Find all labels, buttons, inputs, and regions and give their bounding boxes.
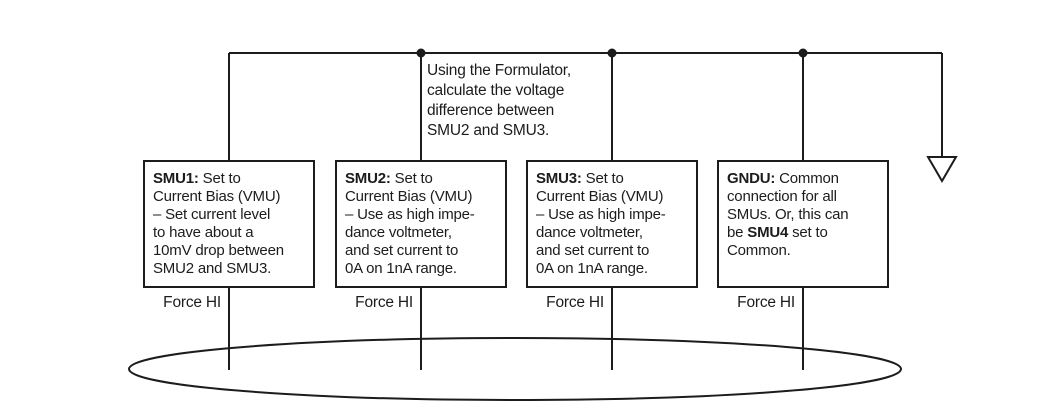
gndu-description-box: GNDU: Common connection for all SMUs. Or… — [717, 160, 889, 288]
junction-dot-smu3 — [607, 48, 617, 58]
junction-dot-gndu — [798, 48, 808, 58]
box-text-line: be SMU4 set to — [727, 224, 883, 242]
box-text: be — [727, 224, 748, 241]
circuit-common-triangle-icon — [926, 156, 958, 183]
box-text-line: and set current to — [345, 242, 459, 259]
box-text-line: SMU2 and SMU3. — [153, 260, 272, 277]
box-text: Set to — [198, 170, 241, 187]
box-text-line: Common. — [727, 242, 791, 259]
note-line: difference between — [427, 102, 555, 119]
smu3-label: SMU3: — [536, 170, 582, 187]
box-text: Set to — [390, 170, 433, 187]
box-text-line: dance voltmeter, — [345, 224, 452, 241]
dut-ellipse — [128, 337, 902, 401]
box-text-line: and set current to — [536, 242, 650, 259]
box-text-line: to have about a — [153, 224, 254, 241]
box-text: set to — [788, 224, 828, 241]
formulator-note: Using the Formulator, calculate the volt… — [427, 61, 571, 141]
box-text-line: SMU1: Set to — [153, 170, 309, 188]
smu2-label: SMU2: — [345, 170, 391, 187]
box-text-line: connection for all — [727, 188, 837, 205]
note-line: Using the Formulator, — [427, 62, 571, 79]
smu3-description-box: SMU3: Set to Current Bias (VMU) – Use as… — [526, 160, 698, 288]
box-text: Set to — [581, 170, 624, 187]
force-hi-label-smu2: Force HI — [355, 294, 413, 311]
box-text: Common — [775, 170, 839, 187]
smu1-description-box: SMU1: Set to Current Bias (VMU) – Set cu… — [143, 160, 315, 288]
box-text-line: Current Bias (VMU) — [536, 188, 664, 205]
box-text-line: SMU2: Set to — [345, 170, 501, 188]
gndu-label: GNDU: — [727, 170, 776, 187]
box-text-line: 0A on 1nA range. — [345, 260, 457, 277]
box-text-line: SMU3: Set to — [536, 170, 692, 188]
box-text-line: – Use as high impe- — [536, 206, 666, 223]
force-hi-label-smu3: Force HI — [546, 294, 604, 311]
box-text-line: 0A on 1nA range. — [536, 260, 648, 277]
box-text-line: GNDU: Common — [727, 170, 883, 188]
junction-dot-smu2 — [416, 48, 426, 58]
box-text-line: Current Bias (VMU) — [345, 188, 473, 205]
smu4-label: SMU4 — [747, 224, 789, 241]
force-hi-label-smu1: Force HI — [163, 294, 221, 311]
box-text-line: – Set current level — [153, 206, 271, 223]
box-text-line: Current Bias (VMU) — [153, 188, 281, 205]
note-line: calculate the voltage — [427, 82, 565, 99]
box-text-line: SMUs. Or, this can — [727, 206, 849, 223]
smu1-label: SMU1: — [153, 170, 199, 187]
box-text-line: dance voltmeter, — [536, 224, 643, 241]
force-hi-label-gndu: Force HI — [737, 294, 795, 311]
box-text-line: – Use as high impe- — [345, 206, 475, 223]
box-text-line: 10mV drop between — [153, 242, 284, 259]
note-line: SMU2 and SMU3. — [427, 122, 550, 139]
smu2-description-box: SMU2: Set to Current Bias (VMU) – Use as… — [335, 160, 507, 288]
